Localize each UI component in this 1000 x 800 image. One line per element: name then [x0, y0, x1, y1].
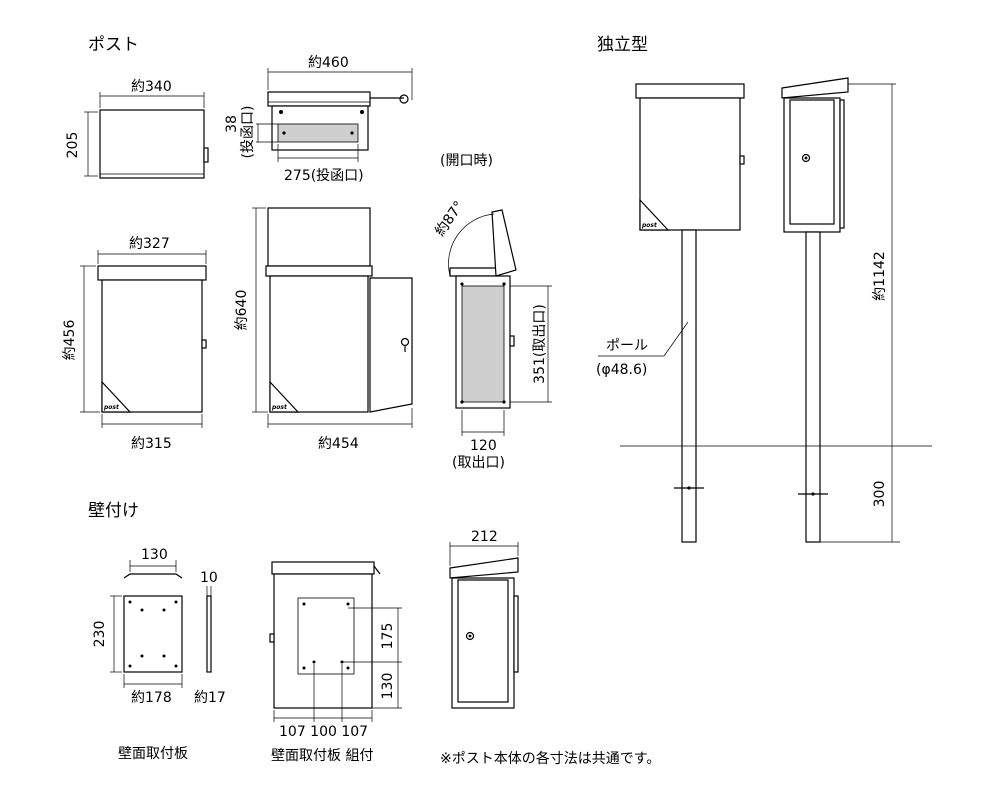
front-logo: post	[103, 404, 120, 411]
wall-side-view	[449, 542, 519, 709]
dim-open-width: 約460	[308, 55, 349, 71]
dim-assembled-vertical-2: 130	[380, 673, 396, 700]
front-view	[80, 250, 207, 428]
dim-front-width-bottom: 約315	[131, 436, 172, 452]
wall-plate-view	[110, 560, 212, 688]
dim-front-height: 約456	[62, 320, 78, 361]
side-open-view	[448, 209, 552, 436]
open-front-view	[252, 207, 413, 428]
section-title-post: ポスト	[88, 35, 139, 55]
dim-assembled-vertical-1: 175	[380, 623, 396, 650]
dim-takeout-width: 120	[470, 438, 497, 454]
dim-takeout-width-label: (取出口)	[452, 455, 505, 471]
pole-label: ポール	[606, 338, 648, 354]
dim-slot-height-label: (投函口)	[240, 106, 256, 159]
dim-plate-width-top: 130	[141, 547, 168, 563]
dim-open-total-width: 約454	[318, 436, 359, 452]
dim-plate-height: 230	[92, 621, 108, 648]
dim-open-angle: 約87°	[432, 198, 467, 239]
standalone-side-view	[620, 77, 932, 543]
caption-wall-plate: 壁面取付板	[118, 746, 188, 762]
wall-assembled-view	[269, 561, 402, 722]
standalone-front-view	[598, 83, 745, 543]
caption-wall-plate-assembled: 壁面取付板 組付	[271, 748, 373, 764]
standalone-front-logo: post	[641, 222, 658, 229]
dim-plate-width-bottom: 約178	[131, 690, 172, 706]
dim-front-width-top: 約327	[129, 236, 170, 252]
section-title-wall-mounted: 壁付け	[88, 501, 139, 521]
dim-pole-buried: 300	[872, 481, 888, 508]
dim-side-width: 212	[471, 529, 498, 545]
open-state-label: (開口時)	[440, 153, 493, 169]
dim-plate-thickness: 10	[200, 570, 218, 586]
dim-takeout-height: 351(取出口)	[532, 304, 548, 384]
section-title-standalone: 独立型	[597, 35, 648, 55]
open-lid-view	[256, 68, 413, 162]
dim-pole-total-height: 約1142	[872, 251, 888, 301]
dim-slot-height: 38	[224, 115, 240, 133]
dim-top-depth: 205	[65, 132, 81, 159]
dim-plate-depth: 約17	[194, 690, 226, 706]
dim-slot-width: 275(投函口)	[284, 168, 364, 184]
dim-top-width: 約340	[131, 79, 172, 95]
open-front-logo: post	[271, 404, 288, 411]
dim-open-height: 約640	[234, 290, 250, 331]
top-view	[84, 92, 209, 179]
pole-diameter: (φ48.6)	[596, 362, 647, 378]
footnote: ※ポスト本体の各寸法は共通です。	[440, 751, 660, 767]
dim-assembled-horizontal: 107 100 107	[279, 724, 368, 740]
